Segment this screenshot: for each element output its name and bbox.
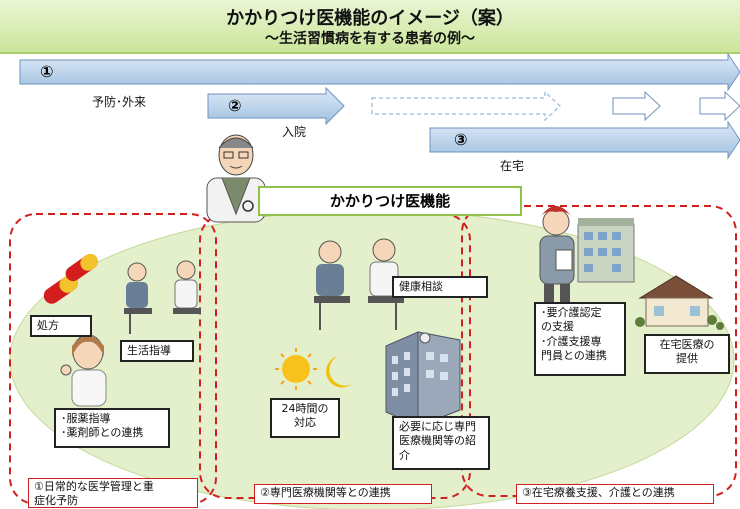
house-icon [635, 275, 724, 330]
phase-3-arrow [429, 120, 740, 160]
health-consultation-box: 健康相談 [392, 276, 488, 298]
prescription-box: 処方 [30, 315, 92, 337]
care-certification-box: ･要介護認定 の支援 ･介護支援専 門員との連携 [534, 302, 626, 376]
phase-1-label: 予防･外来 [92, 95, 147, 109]
24h-support-box: 24時間の 対応 [270, 398, 340, 438]
pharmacist-illustration [60, 334, 107, 407]
care-line-3: ･介護支援専 [541, 334, 602, 348]
central-function-label: かかりつけ医機能 [258, 186, 522, 216]
consultation-illustration-left [124, 260, 201, 334]
consultation-illustration-center [314, 238, 404, 330]
care-line-1: ･要介護認定 [541, 306, 602, 319]
section-1-line-1: ①日常的な医学管理と重 [34, 480, 154, 493]
phase-3-number: ③ [454, 130, 468, 149]
24h-line-2: 対応 [294, 416, 316, 430]
section-3-text: ③在宅療養支援、介護との連携 [522, 486, 675, 499]
care-facility-icon [577, 218, 635, 283]
medication-line-1: ･服薬指導 [61, 412, 111, 425]
phase-3-label: 在宅 [500, 159, 525, 173]
lifestyle-guidance-box: 生活指導 [120, 340, 194, 362]
title-band [0, 0, 740, 54]
24h-line-1: 24時間の [281, 402, 329, 415]
lifestyle-guidance-text: 生活指導 [127, 344, 171, 357]
care-worker-illustration [539, 206, 575, 302]
section-2-text: ②専門医療機関等との連携 [260, 486, 391, 499]
phase-1-number: ① [40, 62, 54, 81]
phase-2-arrow [207, 86, 740, 126]
phase-1-arrow [19, 52, 740, 92]
home-care-line-1: 在宅医療の [659, 338, 715, 351]
home-care-box: 在宅医療の 提供 [644, 334, 730, 374]
prescription-text: 処方 [37, 319, 59, 332]
doctor-illustration [206, 134, 266, 223]
section-3-label: ③在宅療養支援、介護との連携 [516, 484, 714, 504]
health-consultation-text: 健康相談 [399, 280, 443, 293]
page-subtitle: 〜生活習慣病を有する患者の例〜 [265, 31, 475, 47]
referral-line-1: 必要に応じ専門 [399, 420, 476, 433]
section-1-label: ①日常的な医学管理と重 症化予防 [28, 478, 198, 508]
referral-line-2: 医療機関等の紹 [399, 434, 476, 448]
medication-line-2: ･薬剤師との連携 [61, 426, 144, 440]
specialist-referral-box: 必要に応じ専門 医療機関等の紹 介 [392, 416, 490, 470]
section-1-line-2: 症化予防 [34, 494, 78, 508]
care-line-4: 門員との連携 [541, 348, 607, 362]
home-care-line-2: 提供 [676, 352, 698, 366]
care-line-2: の支援 [541, 320, 574, 334]
phase-2-number: ② [228, 96, 242, 115]
pills-illustration [43, 254, 98, 304]
referral-line-3: 介 [399, 448, 410, 462]
page-title: かかりつけ医機能のイメージ（案） [226, 8, 514, 29]
hospital-icon [385, 331, 461, 427]
section-1-boundary [9, 213, 217, 505]
section-2-label: ②専門医療機関等との連携 [254, 484, 432, 504]
phase-2-label: 入院 [282, 125, 307, 139]
sun-moon-icon [275, 348, 352, 390]
medication-guidance-box: ･服薬指導 ･薬剤師との連携 [54, 408, 170, 448]
